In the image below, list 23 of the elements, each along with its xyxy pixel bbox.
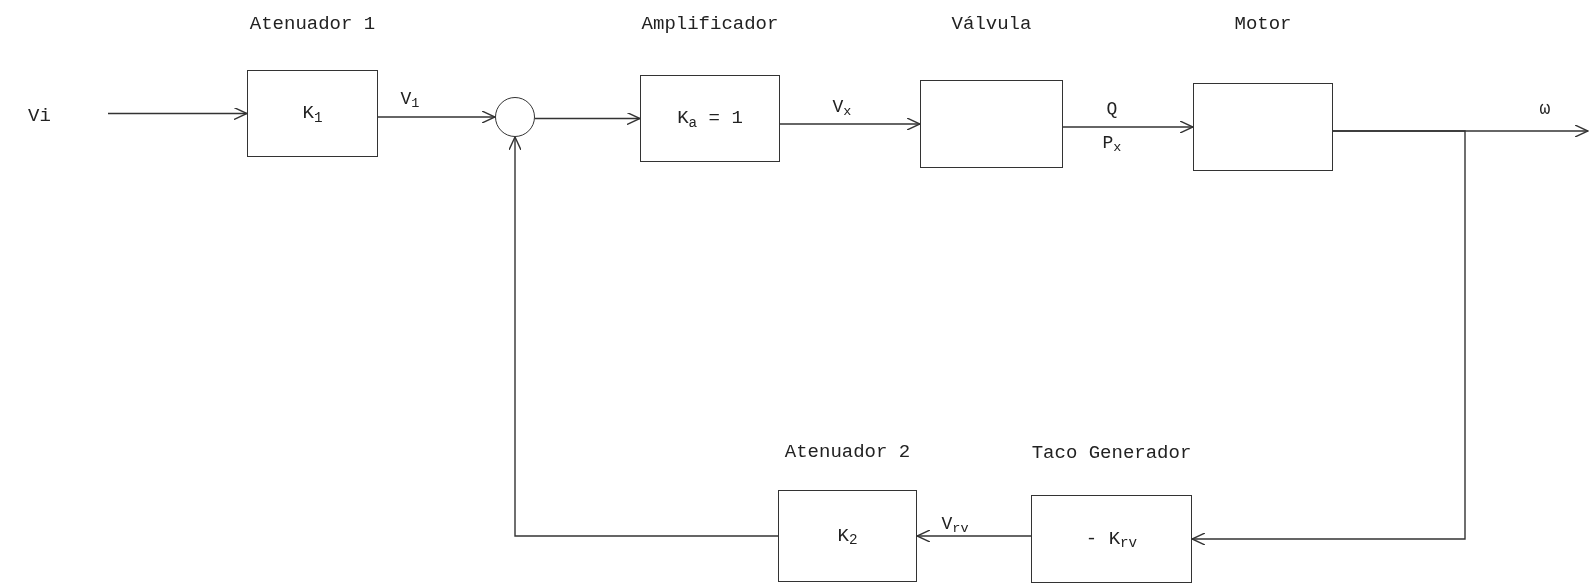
arrow	[107, 106, 248, 121]
arrow	[377, 110, 496, 124]
block-box: - K$_{rv}$	[1031, 495, 1192, 583]
signal-label: Vi	[28, 102, 68, 130]
block-title: Taco Generador	[1031, 441, 1192, 465]
block-box: K$_{a}$ = 1	[640, 75, 780, 162]
arrow	[916, 529, 1032, 543]
block-title: Amplificador	[641, 12, 779, 36]
block-title: Atenuador 2	[784, 440, 911, 464]
block-title: Motor	[1234, 12, 1292, 36]
block-title: Atenuador 1	[249, 12, 376, 36]
block-box: K$_{1}$	[247, 70, 378, 157]
block-box	[920, 80, 1063, 168]
arrow	[534, 111, 641, 126]
block-box	[1193, 83, 1333, 171]
signal-label: P$_{x}$	[1102, 132, 1122, 154]
summing-junction	[495, 97, 535, 137]
block-box: K$_{2}$	[778, 490, 917, 582]
arrow	[1191, 130, 1466, 546]
arrow	[779, 117, 921, 131]
block-title: Válvula	[951, 12, 1032, 36]
arrow	[1062, 120, 1194, 134]
arrow	[508, 136, 779, 537]
